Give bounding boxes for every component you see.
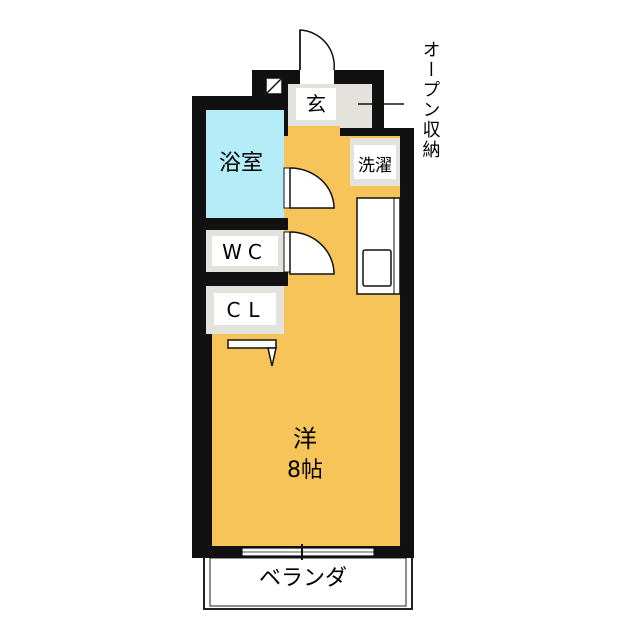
wc-label: WC <box>222 240 268 264</box>
kitchen-sink <box>362 249 392 287</box>
laundry-inner-white <box>354 145 396 179</box>
wc-door-jamb <box>283 231 291 273</box>
wall-entrance-top <box>252 70 300 84</box>
closet-door <box>227 339 277 349</box>
closet-door-marker <box>267 347 277 367</box>
bath-divider <box>206 218 288 230</box>
closet-inner-white <box>214 293 276 325</box>
front-door-swing <box>299 29 335 71</box>
wall-entrance-top-right <box>334 70 384 84</box>
bath-label: 浴室 <box>219 151 263 176</box>
closet-label: CL <box>226 298 267 322</box>
wc-divider <box>206 272 288 286</box>
balcony-label: ベランダ <box>259 566 347 591</box>
bath-door-swing <box>289 167 335 209</box>
shoe-box-diagonal <box>265 77 283 95</box>
wc-inner-white <box>212 236 278 266</box>
wall-entrance-right <box>372 70 384 130</box>
entrance-label: 玄 <box>306 92 326 116</box>
balcony-outline <box>203 552 413 610</box>
wc-door-swing <box>289 231 335 275</box>
bath-door-jamb <box>283 167 291 209</box>
western-room-size-label: 8帖 <box>287 458 323 483</box>
entrance-inner-white <box>296 88 336 120</box>
open-storage-label: オープン収納 <box>420 40 441 160</box>
wall-upper-right <box>340 128 414 138</box>
western-room-type-label: 洋 <box>293 425 317 453</box>
open-storage-area <box>340 84 372 128</box>
bath-floor <box>206 110 284 218</box>
outer-wall-right <box>400 130 414 558</box>
laundry-label: 洗濯 <box>358 156 392 176</box>
